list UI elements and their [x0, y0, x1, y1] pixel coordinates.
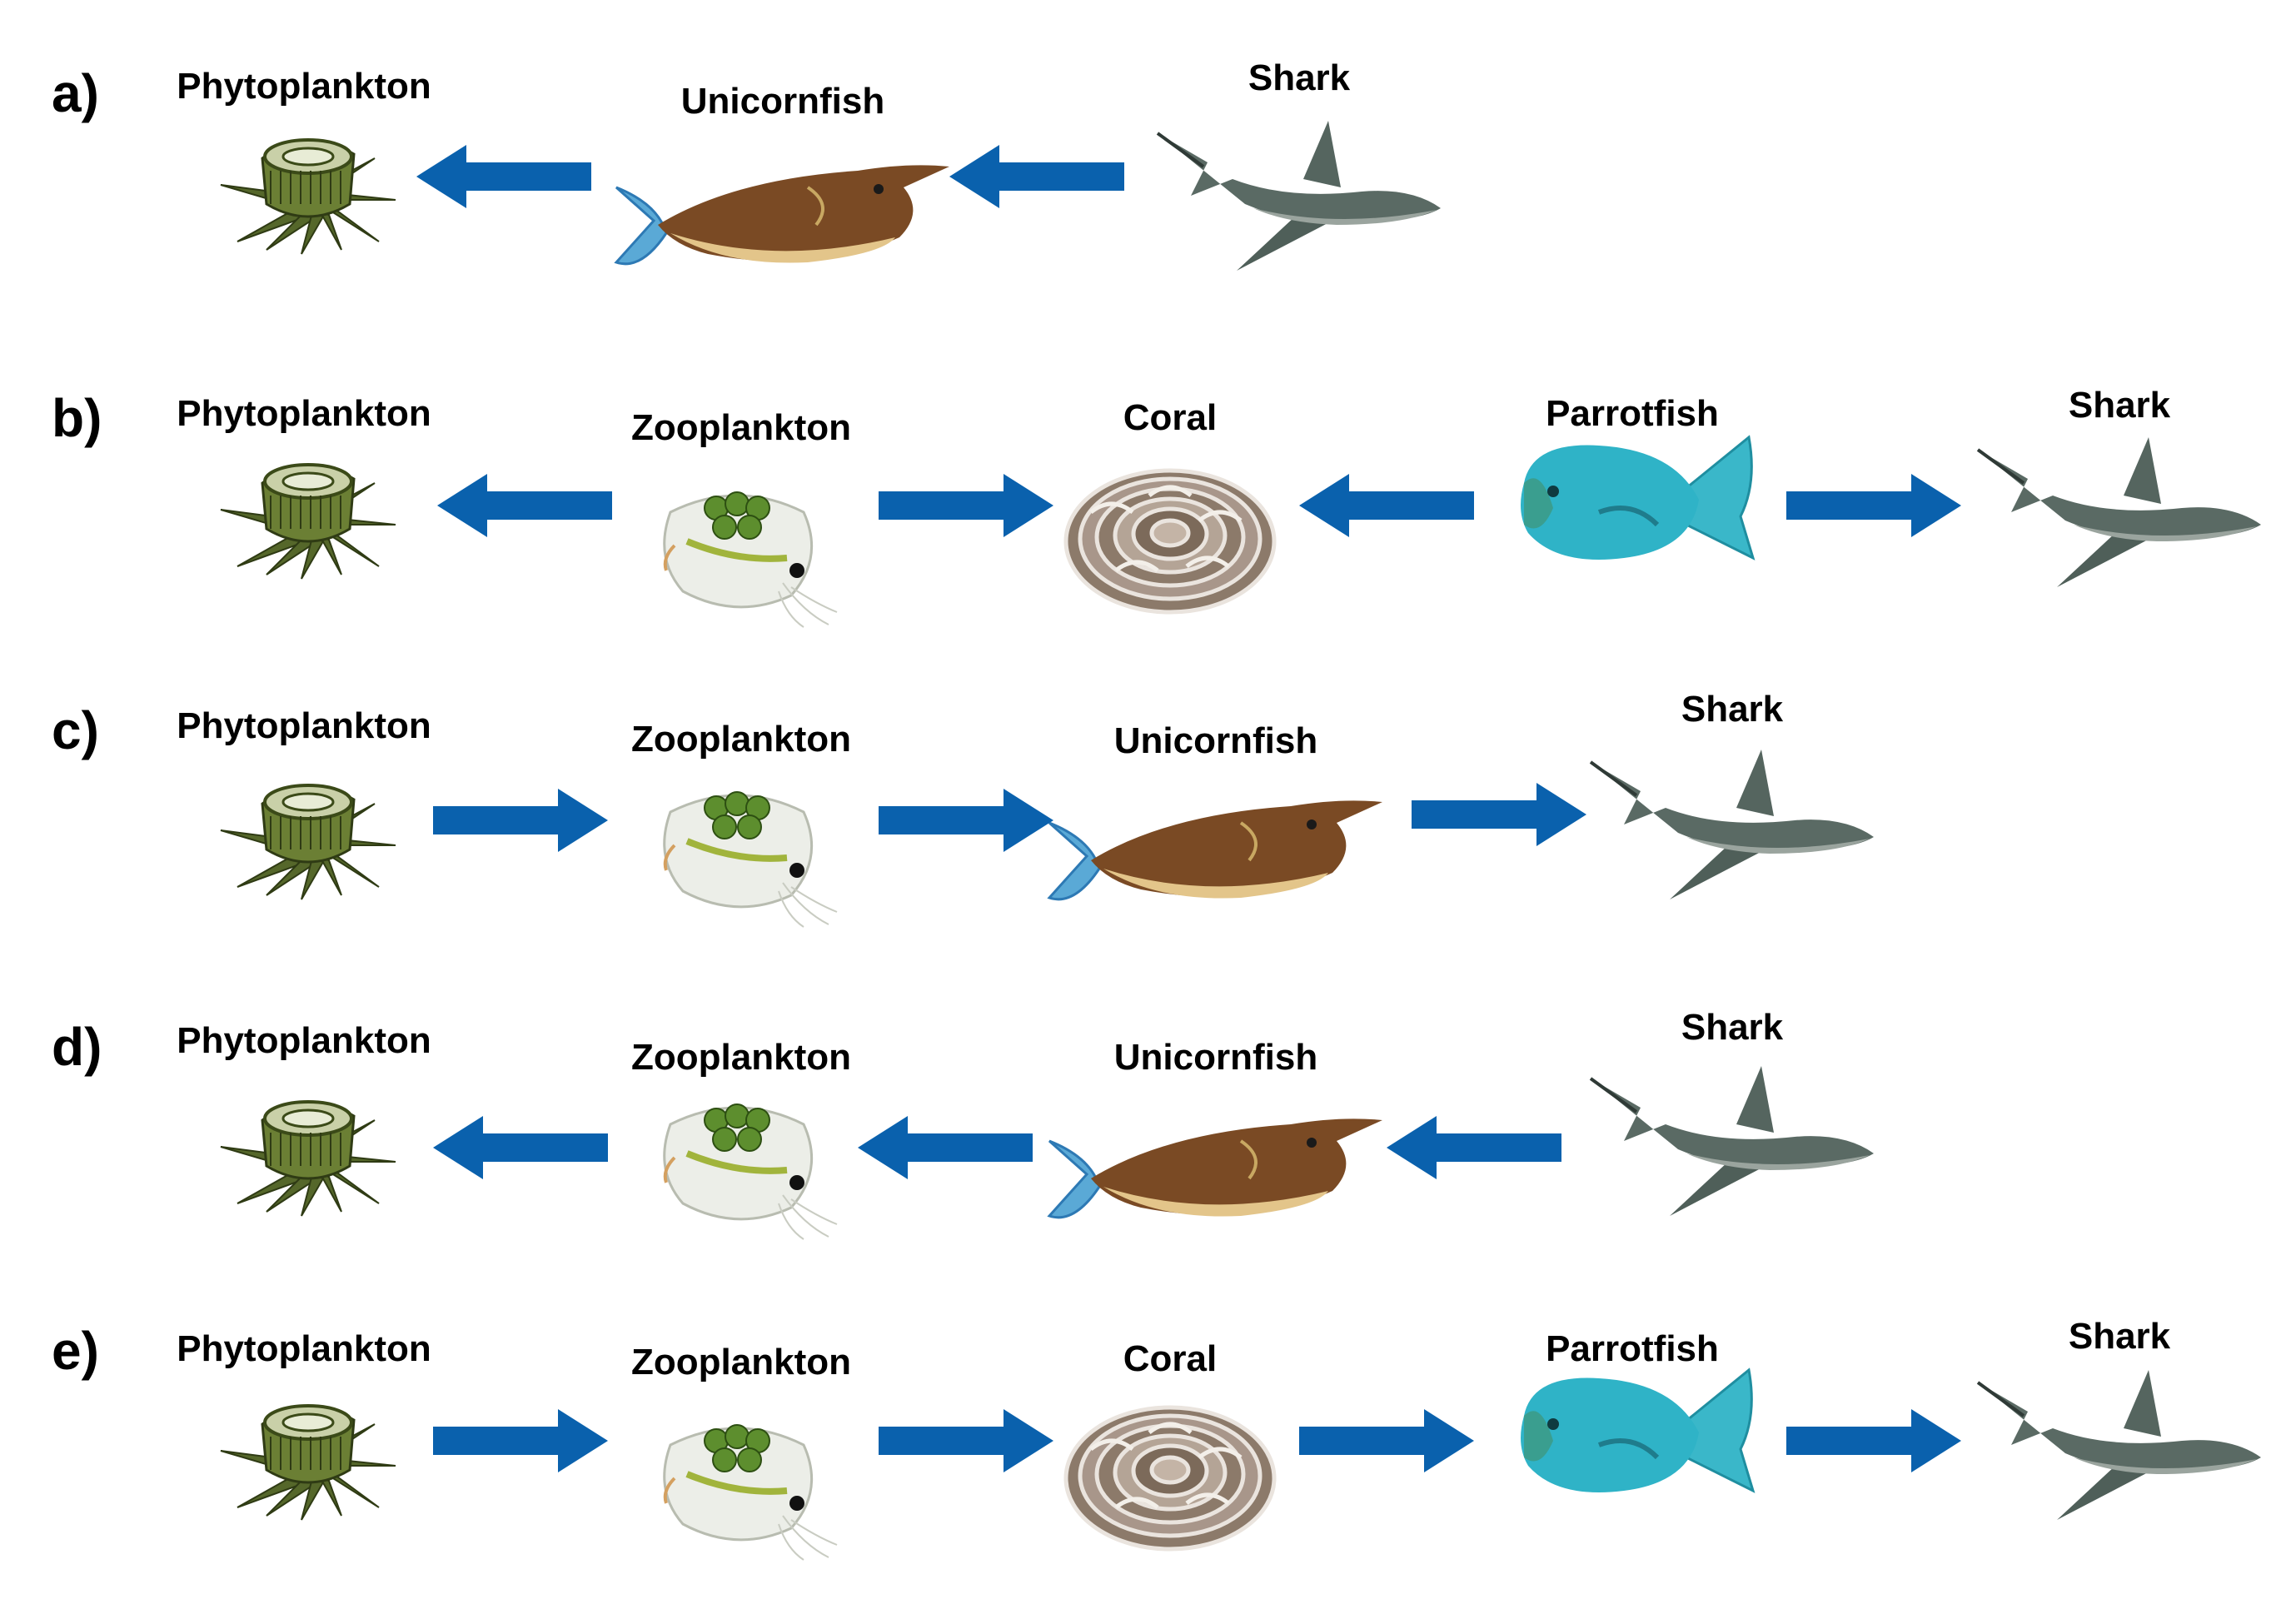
arrow-left-icon: [949, 145, 1124, 208]
arrow-right-icon: [879, 474, 1053, 537]
zooplankton-icon: [663, 491, 838, 628]
arrow-right-icon: [879, 789, 1053, 852]
shark-icon: [1156, 121, 1441, 271]
arrow-right-icon: [1412, 783, 1586, 846]
arrow-right-icon: [1786, 1409, 1961, 1472]
zooplankton-label: Zooplankton: [631, 1342, 851, 1382]
phytoplankton-label: Phytoplankton: [177, 1020, 431, 1061]
zooplankton-icon: [663, 791, 838, 928]
arrow-left-icon: [433, 1116, 608, 1179]
zooplankton-icon: [663, 1103, 838, 1240]
zooplankton-icon: [663, 1424, 838, 1561]
unicornfish-label: Unicornfish: [680, 81, 885, 122]
shark-icon: [1976, 437, 2261, 587]
phytoplankton-icon: [220, 784, 396, 900]
shark-label: Shark: [1681, 1007, 1784, 1048]
arrow-left-icon: [1387, 1116, 1561, 1179]
unicornfish-icon: [614, 165, 949, 266]
parrotfish-label: Parrotfish: [1546, 393, 1719, 434]
row-label: c): [52, 700, 99, 760]
unicornfish-icon: [1047, 1118, 1382, 1219]
coral-label: Coral: [1123, 1338, 1218, 1379]
arrow-left-icon: [858, 1116, 1033, 1179]
zooplankton-label: Zooplankton: [631, 1037, 851, 1078]
phytoplankton-icon: [220, 1404, 396, 1521]
phytoplankton-label: Phytoplankton: [177, 1328, 431, 1369]
shark-label: Shark: [1248, 57, 1351, 98]
phytoplankton-icon: [220, 463, 396, 580]
arrow-right-icon: [433, 789, 608, 852]
unicornfish-label: Unicornfish: [1113, 1037, 1318, 1078]
shark-label: Shark: [2068, 1316, 2171, 1357]
zooplankton-label: Zooplankton: [631, 719, 851, 760]
arrow-left-icon: [1299, 474, 1474, 537]
phytoplankton-icon: [220, 1100, 396, 1217]
arrow-left-icon: [416, 145, 591, 208]
shark-icon: [1976, 1370, 2261, 1520]
shark-icon: [1589, 750, 1874, 899]
row-label: e): [52, 1321, 99, 1381]
arrow-right-icon: [433, 1409, 608, 1472]
shark-label: Shark: [1681, 689, 1784, 730]
parrotfish-icon: [1521, 435, 1756, 560]
shark-label: Shark: [2068, 385, 2171, 426]
parrotfish-icon: [1521, 1367, 1756, 1493]
phytoplankton-label: Phytoplankton: [177, 393, 431, 434]
coral-label: Coral: [1123, 397, 1218, 438]
arrow-left-icon: [437, 474, 612, 537]
coral-icon: [1063, 468, 1277, 615]
arrow-right-icon: [879, 1409, 1053, 1472]
coral-icon: [1063, 1405, 1277, 1552]
row-label: a): [52, 63, 99, 123]
phytoplankton-icon: [220, 138, 396, 255]
unicornfish-icon: [1047, 800, 1382, 901]
unicornfish-label: Unicornfish: [1113, 720, 1318, 761]
phytoplankton-label: Phytoplankton: [177, 66, 431, 107]
row-label: b): [52, 388, 102, 448]
parrotfish-label: Parrotfish: [1546, 1328, 1719, 1369]
arrow-right-icon: [1299, 1409, 1474, 1472]
arrow-right-icon: [1786, 474, 1961, 537]
shark-icon: [1589, 1066, 1874, 1216]
zooplankton-label: Zooplankton: [631, 407, 851, 448]
row-label: d): [52, 1017, 102, 1077]
phytoplankton-label: Phytoplankton: [177, 705, 431, 746]
